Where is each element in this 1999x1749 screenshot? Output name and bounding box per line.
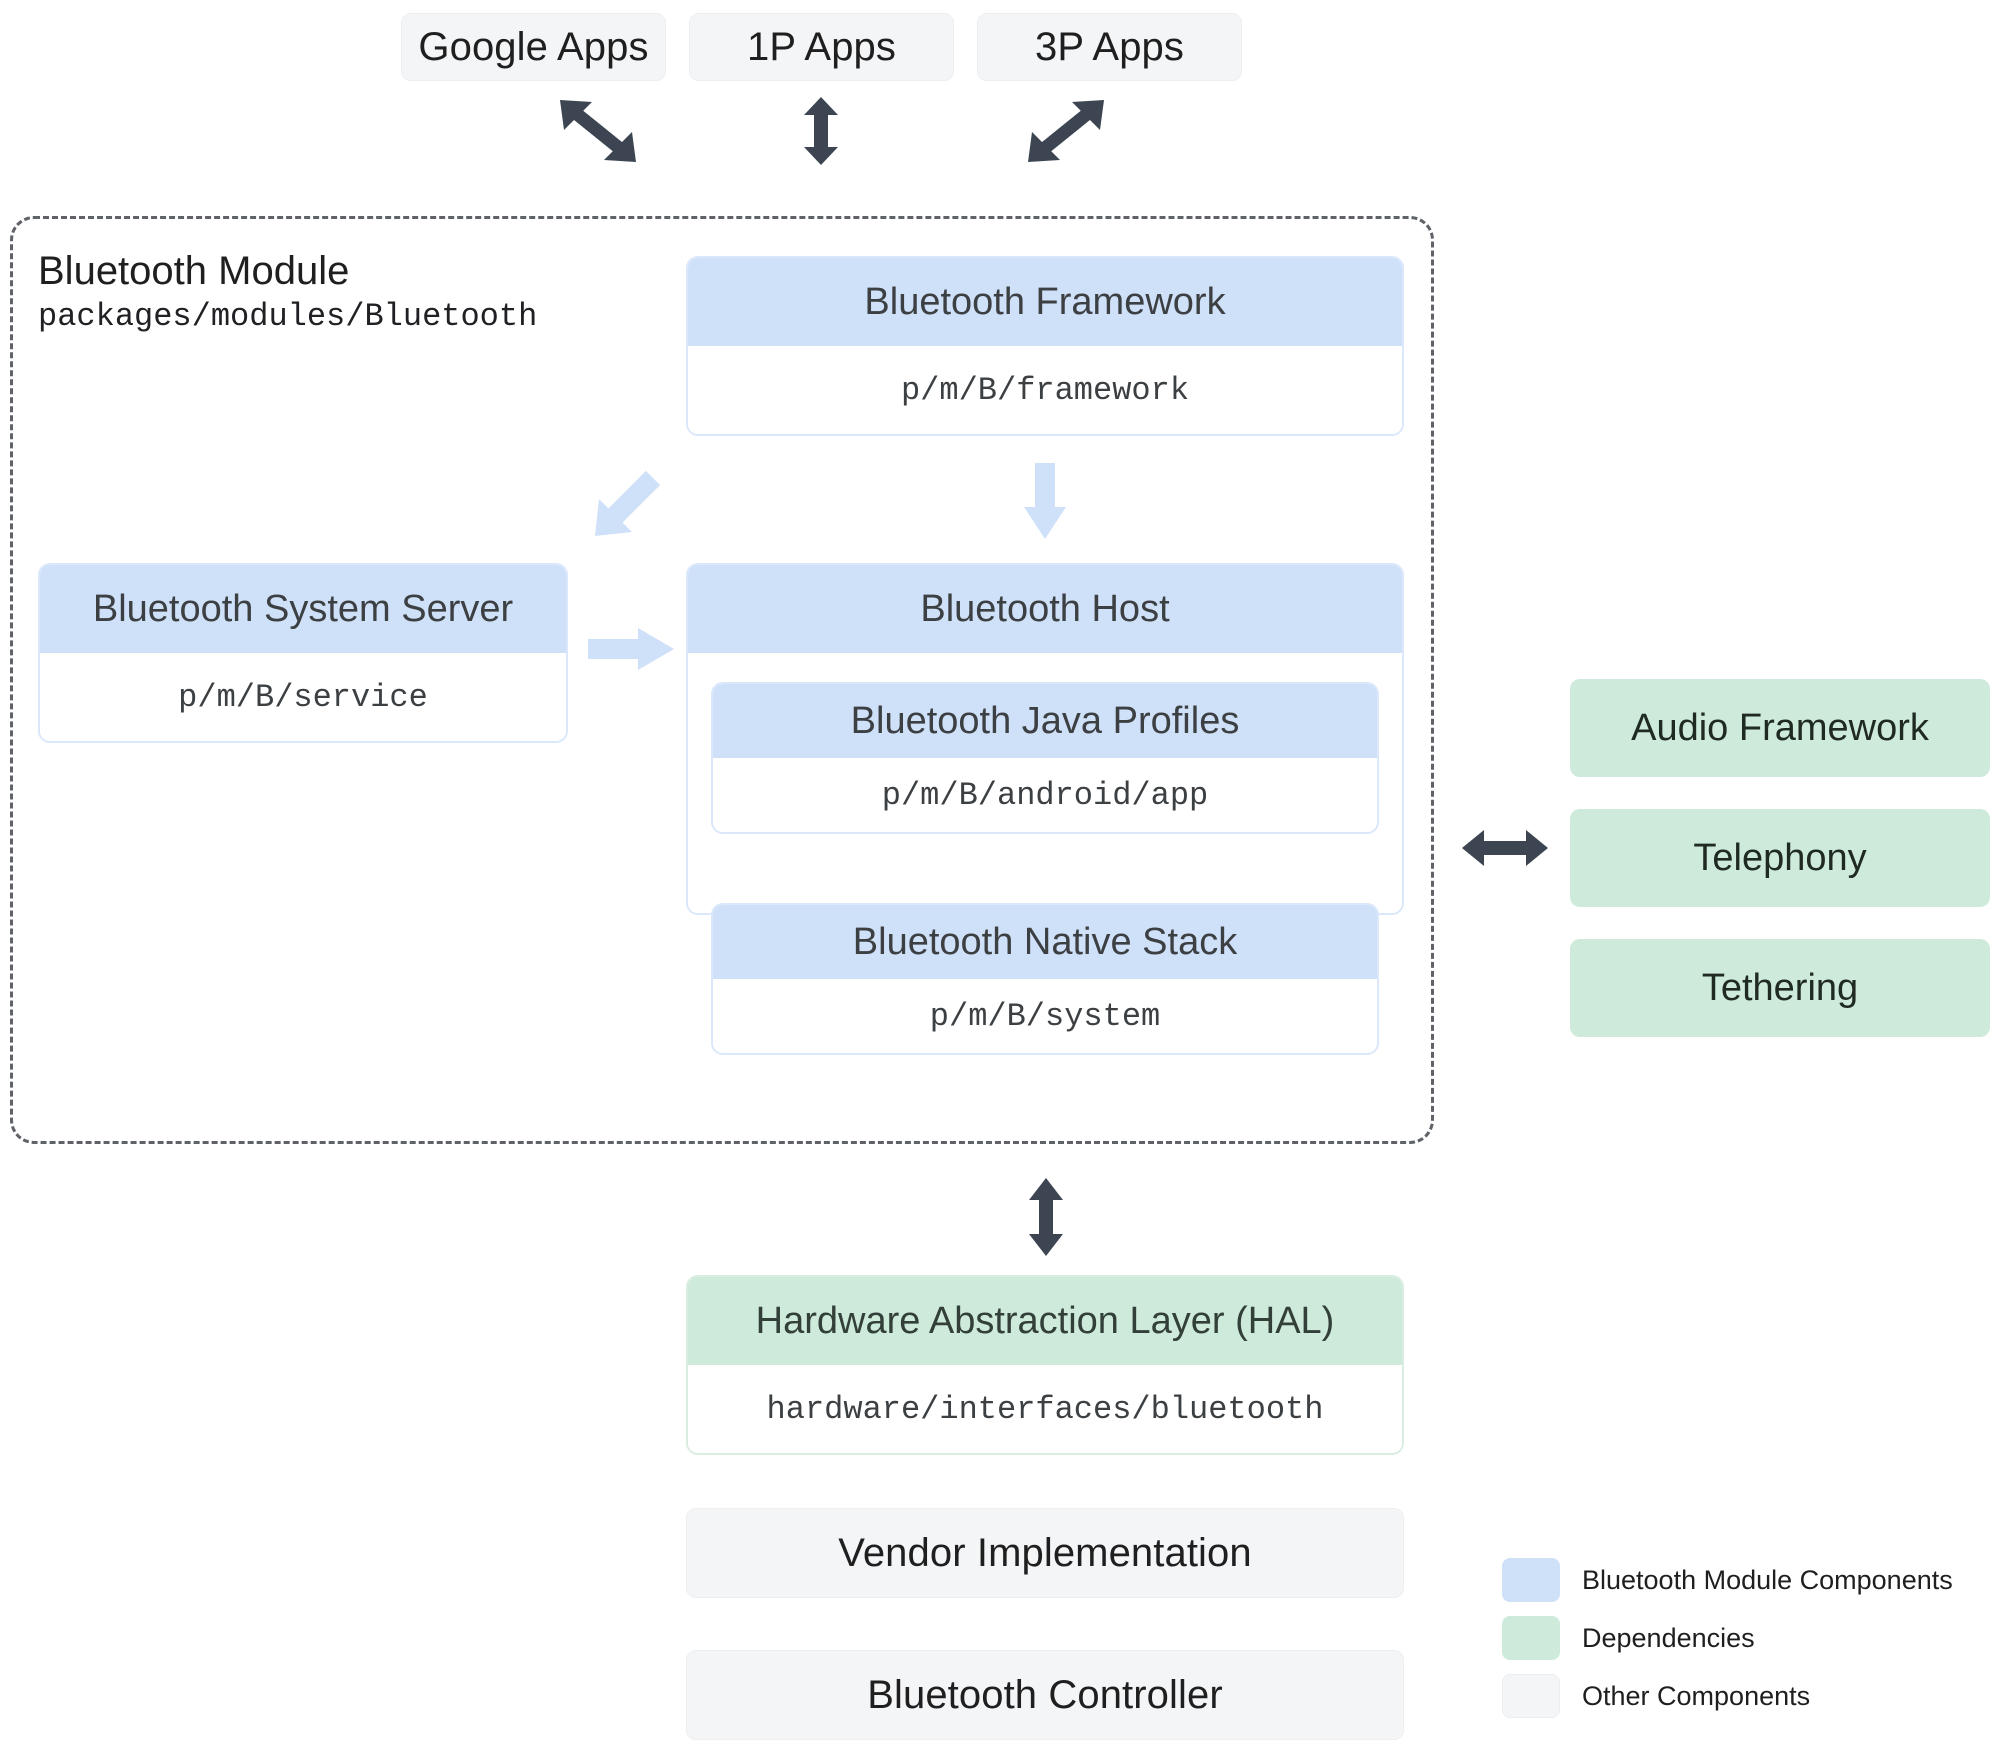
dependency-label: Telephony: [1693, 836, 1867, 879]
3p-apps-arrow-icon: [1028, 100, 1104, 162]
card-path: hardware/interfaces/bluetooth: [688, 1365, 1402, 1453]
dependency-box-tethering[interactable]: Tethering: [1570, 939, 1990, 1037]
module-to-hal-arrow-icon: [1029, 1178, 1063, 1256]
bluetooth-module-title: Bluetooth Module: [38, 249, 350, 293]
app-box-3p-apps[interactable]: 3P Apps: [977, 13, 1242, 81]
bluetooth-module-path: packages/modules/Bluetooth: [38, 298, 538, 335]
card-title: Bluetooth Host: [688, 565, 1402, 653]
card-title: Bluetooth Java Profiles: [713, 684, 1377, 758]
bottom-box-label: Bluetooth Controller: [867, 1672, 1223, 1717]
dependency-box-audio-framework[interactable]: Audio Framework: [1570, 679, 1990, 777]
card-hardware-abstraction-layer[interactable]: Hardware Abstraction Layer (HAL) hardwar…: [686, 1275, 1404, 1455]
legend-swatch-blue: [1502, 1558, 1560, 1602]
host-to-dependencies-arrow-icon: [1462, 830, 1548, 866]
legend-item-bluetooth-module-components: Bluetooth Module Components: [1502, 1558, 1953, 1602]
legend-label: Other Components: [1582, 1680, 1811, 1711]
legend-label: Bluetooth Module Components: [1582, 1564, 1953, 1595]
bottom-box-label: Vendor Implementation: [838, 1530, 1252, 1575]
card-path: p/m/B/android/app: [713, 758, 1377, 832]
bottom-box-vendor-implementation[interactable]: Vendor Implementation: [686, 1508, 1404, 1598]
dependency-label: Audio Framework: [1631, 706, 1929, 749]
card-title: Bluetooth System Server: [40, 565, 566, 653]
card-path: p/m/B/framework: [688, 346, 1402, 434]
legend-label: Dependencies: [1582, 1622, 1755, 1653]
card-bluetooth-system-server[interactable]: Bluetooth System Server p/m/B/service: [38, 563, 568, 743]
bluetooth-module-container: [10, 216, 1434, 1144]
app-box-1p-apps[interactable]: 1P Apps: [689, 13, 954, 81]
system-server-to-host-arrow-icon: [588, 628, 674, 670]
legend-item-other-components: Other Components: [1502, 1674, 1953, 1718]
card-bluetooth-framework[interactable]: Bluetooth Framework p/m/B/framework: [686, 256, 1404, 436]
dependency-label: Tethering: [1701, 966, 1859, 1009]
app-box-label: 1P Apps: [747, 24, 896, 69]
bottom-box-bluetooth-controller[interactable]: Bluetooth Controller: [686, 1650, 1404, 1740]
card-title: Hardware Abstraction Layer (HAL): [688, 1277, 1402, 1365]
1p-apps-arrow-icon: [804, 97, 838, 165]
card-bluetooth-java-profiles[interactable]: Bluetooth Java Profiles p/m/B/android/ap…: [711, 682, 1379, 834]
card-title: Bluetooth Native Stack: [713, 905, 1377, 979]
legend-swatch-green: [1502, 1616, 1560, 1660]
framework-to-host-arrow-icon: [1024, 463, 1066, 539]
google-apps-arrow-icon: [560, 100, 636, 162]
legend-item-dependencies: Dependencies: [1502, 1616, 1953, 1660]
legend-swatch-gray: [1502, 1674, 1560, 1718]
dependency-box-telephony[interactable]: Telephony: [1570, 809, 1990, 907]
card-path: p/m/B/system: [713, 979, 1377, 1053]
app-box-google-apps[interactable]: Google Apps: [401, 13, 666, 81]
card-path: p/m/B/service: [40, 653, 566, 741]
card-bluetooth-native-stack[interactable]: Bluetooth Native Stack p/m/B/system: [711, 903, 1379, 1055]
app-box-label: 3P Apps: [1035, 24, 1184, 69]
legend: Bluetooth Module Components Dependencies…: [1502, 1558, 1953, 1732]
card-title: Bluetooth Framework: [688, 258, 1402, 346]
framework-to-system-server-arrow-icon: [595, 470, 661, 536]
app-box-label: Google Apps: [418, 24, 649, 69]
